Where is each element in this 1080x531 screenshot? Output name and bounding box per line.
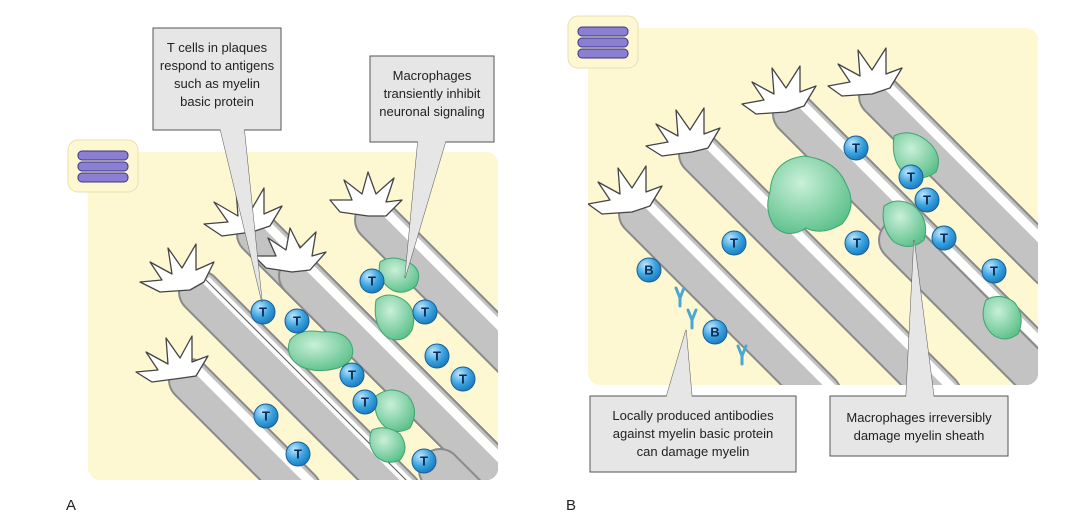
t-cell: T	[339, 362, 365, 388]
neuron-body	[645, 107, 721, 157]
neuron-body	[329, 171, 403, 217]
callout-local-antibodies: Locally produced antibodies against myel…	[589, 329, 797, 473]
axon	[168, 358, 324, 480]
callout-line: can damage myelin	[637, 444, 750, 459]
macrophage	[374, 294, 415, 341]
neuron-body	[139, 243, 215, 293]
t-cell: T	[359, 268, 385, 294]
t-cell: T	[424, 343, 450, 369]
t-cell-letter: T	[907, 170, 915, 185]
macrophage	[374, 389, 415, 432]
t-cell-letter: T	[459, 372, 467, 387]
callout-line: Macrophages	[393, 68, 472, 83]
neuron-body	[135, 335, 209, 383]
t-cell: T	[411, 448, 437, 474]
t-cell-letter: T	[923, 193, 931, 208]
t-cell-letter: T	[852, 141, 860, 156]
callout-macrophages-irreversible: Macrophages irreversibly damage myelin s…	[829, 239, 1009, 457]
antibody-icon	[686, 308, 698, 330]
t-cell: T	[898, 164, 924, 190]
t-cell-letter: T	[361, 395, 369, 410]
macrophage	[882, 200, 927, 247]
axon	[618, 192, 844, 385]
t-cell-letter: T	[853, 236, 861, 251]
callout-line: basic protein	[180, 94, 254, 109]
b-cell-letter: B	[710, 325, 719, 340]
callout-macrophages-transient: Macrophages transiently inhibit neuronal…	[369, 55, 495, 279]
t-cell: T	[412, 299, 438, 325]
t-cell: T	[285, 441, 311, 467]
antibody-icon	[736, 344, 748, 366]
callout-line: transiently inhibit	[384, 86, 481, 101]
axon	[278, 254, 498, 480]
macrophage	[767, 155, 852, 234]
t-cell: T	[250, 299, 276, 325]
t-cell-letter: T	[262, 409, 270, 424]
macrophage	[369, 427, 406, 463]
t-cell-letter: T	[368, 274, 376, 289]
callout-line: neuronal signaling	[379, 104, 485, 119]
axon	[878, 218, 1038, 385]
t-cell: T	[721, 230, 747, 256]
t-cell: T	[914, 187, 940, 213]
epithelial-cells-icon	[567, 15, 639, 69]
neuron-body	[741, 65, 817, 115]
axon	[418, 448, 498, 480]
t-cell-letter: T	[940, 231, 948, 246]
b-cell: B	[702, 319, 728, 345]
callout-line: Macrophages irreversibly	[846, 410, 992, 425]
neuron-body	[827, 47, 903, 97]
b-cell: B	[636, 257, 662, 283]
callout-line: against myelin basic protein	[613, 426, 773, 441]
t-cell: T	[253, 403, 279, 429]
t-cell: T	[931, 225, 957, 251]
callout-line: damage myelin sheath	[854, 428, 985, 443]
t-cell: T	[284, 308, 310, 334]
t-cell-letter: T	[730, 236, 738, 251]
antibody-icon	[674, 286, 686, 308]
axon	[354, 198, 498, 386]
callout-line: such as myelin	[174, 76, 260, 91]
macrophage	[982, 296, 1022, 340]
neuron-body	[588, 165, 663, 215]
epithelial-cells-icon	[67, 139, 139, 193]
b-cell-letter: B	[644, 263, 653, 278]
t-cell-letter: T	[293, 314, 301, 329]
callout-line: Locally produced antibodies	[612, 408, 774, 423]
t-cell-letter: T	[990, 264, 998, 279]
t-cell: T	[844, 230, 870, 256]
t-cell-letter: T	[348, 368, 356, 383]
t-cell-letter: T	[294, 447, 302, 462]
t-cell: T	[981, 258, 1007, 284]
t-cell-letter: T	[421, 305, 429, 320]
t-cell-letter: T	[420, 454, 428, 469]
t-cell-letter: T	[259, 305, 267, 320]
callout-t-cells-in-plaques: T cells in plaques respond to antigens s…	[152, 27, 282, 303]
panel-a-neurons	[135, 171, 498, 480]
t-cell: T	[450, 366, 476, 392]
panel-b-neurons	[588, 47, 1038, 385]
callout-line: T cells in plaques	[167, 40, 268, 55]
callout-line: respond to antigens	[160, 58, 275, 73]
axon	[858, 74, 1038, 288]
t-cell: T	[352, 389, 378, 415]
t-cell: T	[843, 135, 869, 161]
panel-a-label: A	[66, 497, 76, 514]
macrophage	[287, 330, 354, 372]
panel-b-label: B	[566, 497, 576, 514]
t-cell-letter: T	[433, 349, 441, 364]
